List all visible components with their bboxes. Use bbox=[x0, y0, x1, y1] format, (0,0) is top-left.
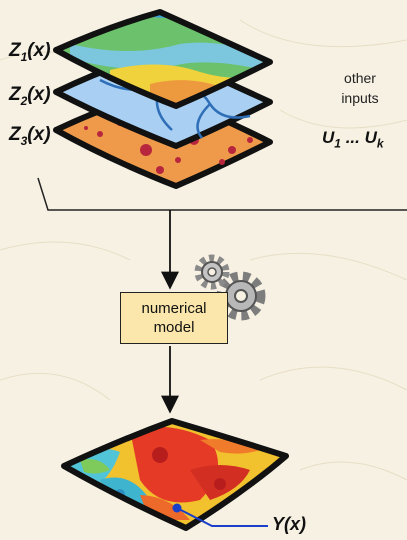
output-pointer bbox=[172, 503, 268, 527]
output-label: Y(x) bbox=[272, 514, 307, 534]
numerical-model-box: numerical model bbox=[120, 292, 228, 344]
model-label-line1: numerical bbox=[141, 300, 207, 317]
label-z3: Z3(x) bbox=[9, 124, 51, 148]
other-inputs-label: other inputs bbox=[320, 68, 400, 108]
other-inputs-vars: U1 ... Uk bbox=[322, 128, 384, 151]
label-z1: Z1(x) bbox=[9, 40, 51, 64]
other-inputs-line1: other bbox=[344, 70, 376, 86]
layer-z1-map bbox=[53, 9, 273, 109]
input-collector-line bbox=[37, 177, 407, 211]
output-map bbox=[61, 418, 289, 531]
other-inputs-line2: inputs bbox=[341, 90, 379, 106]
label-z2: Z2(x) bbox=[9, 84, 51, 108]
model-label-line2: model bbox=[153, 319, 195, 336]
